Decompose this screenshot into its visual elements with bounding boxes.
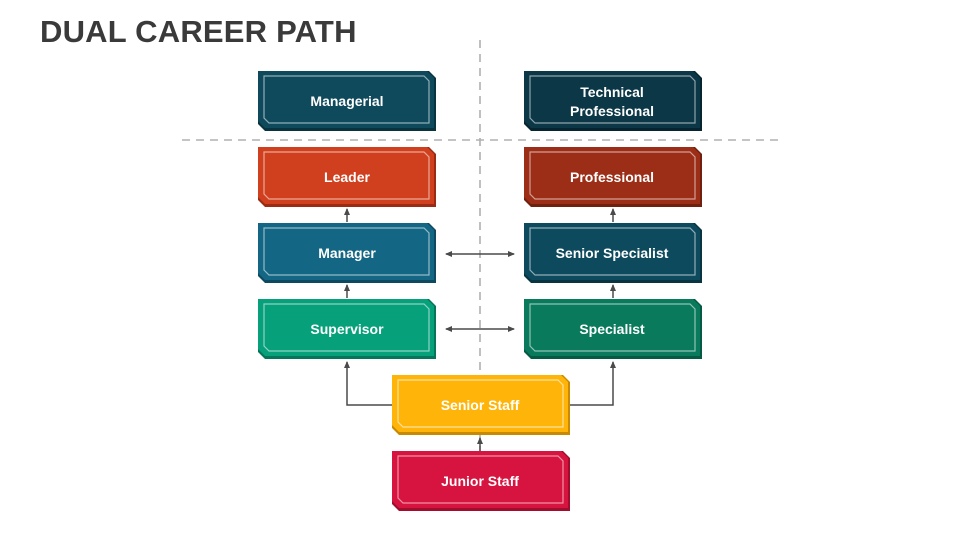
box-senior-staff: Senior Staff [392, 375, 570, 435]
box-senior-specialist-face [524, 223, 700, 280]
box-professional-inner-border [529, 151, 696, 200]
connectors [344, 208, 616, 451]
box-senior-specialist: Senior Specialist [524, 223, 702, 283]
box-managerial: Managerial [258, 71, 436, 131]
box-specialist-label: Specialist [579, 321, 645, 337]
box-senior-staff-face [392, 375, 568, 432]
box-technical-professional: Technical Professional [524, 71, 702, 131]
box-professional-label: Professional [570, 169, 654, 185]
box-managerial-inner-border [263, 75, 430, 124]
box-manager-inner-border [263, 227, 430, 276]
box-professional: Professional [524, 147, 702, 207]
box-senior-specialist-label: Senior Specialist [556, 245, 669, 261]
box-manager-label: Manager [318, 245, 376, 261]
box-manager-face [258, 223, 434, 280]
box-senior-staff-label: Senior Staff [441, 397, 520, 413]
box-technical-label-line1: Technical [580, 84, 644, 100]
box-specialist-face [524, 299, 700, 356]
box-managerial-face [258, 71, 434, 128]
box-junior-staff-label: Junior Staff [441, 473, 519, 489]
arrow-senior-staff-to-specialist [568, 361, 616, 406]
box-professional-face [524, 147, 700, 204]
box-supervisor: Supervisor [258, 299, 436, 359]
box-junior-staff-face [392, 451, 568, 508]
box-leader-label: Leader [324, 169, 370, 185]
box-supervisor-label: Supervisor [310, 321, 384, 337]
box-managerial-label: Managerial [310, 93, 383, 109]
box-senior-specialist-inner-border [529, 227, 696, 276]
box-specialist: Specialist [524, 299, 702, 359]
arrow-senior-staff-to-supervisor [344, 361, 392, 406]
box-technical-face [524, 71, 700, 128]
box-technical-inner-border [529, 75, 696, 124]
box-leader-inner-border [263, 151, 430, 200]
box-specialist-inner-border [529, 303, 696, 352]
box-technical-label-line2: Professional [570, 103, 654, 119]
box-leader-face [258, 147, 434, 204]
box-supervisor-inner-border [263, 303, 430, 352]
box-senior-staff-inner-border [397, 379, 564, 428]
page-title: DUAL CAREER PATH [40, 14, 357, 49]
box-junior-staff-inner-border [397, 455, 564, 504]
box-leader: Leader [258, 147, 436, 207]
box-junior-staff: Junior Staff [392, 451, 570, 511]
box-supervisor-face [258, 299, 434, 356]
box-manager: Manager [258, 223, 436, 283]
